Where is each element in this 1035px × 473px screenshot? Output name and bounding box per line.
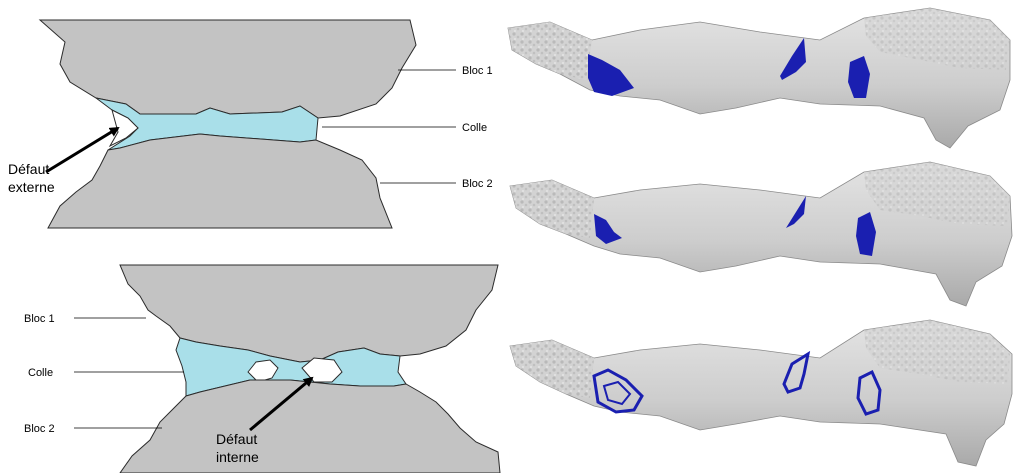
label-bloc1-2: Bloc 1 [24, 313, 55, 325]
defect-label-external-line2: externe [8, 179, 55, 195]
defect-label-external-line1: Défaut [8, 161, 49, 177]
bloc2-shape-bottom-2 [120, 380, 500, 473]
render-2 [510, 162, 1012, 306]
diagram-external-defect: Bloc 1 Colle Bloc 2 Défaut externe [8, 20, 493, 228]
label-colle: Colle [462, 122, 487, 134]
bloc1-shape-top [40, 20, 416, 118]
render-3-rough-end [510, 340, 594, 398]
render-2-rough-end [510, 180, 594, 238]
label-bloc1: Bloc 1 [462, 65, 493, 77]
label-bloc2: Bloc 2 [462, 178, 493, 190]
bloc2-shape-bottom [48, 134, 392, 228]
render-3 [510, 320, 1012, 466]
render-1 [508, 8, 1010, 148]
label-bloc2-2: Bloc 2 [24, 423, 55, 435]
defect-label-internal-line2: interne [216, 449, 259, 465]
render-1-rough-end [508, 22, 592, 80]
label-colle-2: Colle [28, 367, 53, 379]
defect-label-internal-line1: Défaut [216, 431, 257, 447]
diagram-internal-defect: Bloc 1 Colle Bloc 2 Défaut interne [24, 265, 500, 473]
